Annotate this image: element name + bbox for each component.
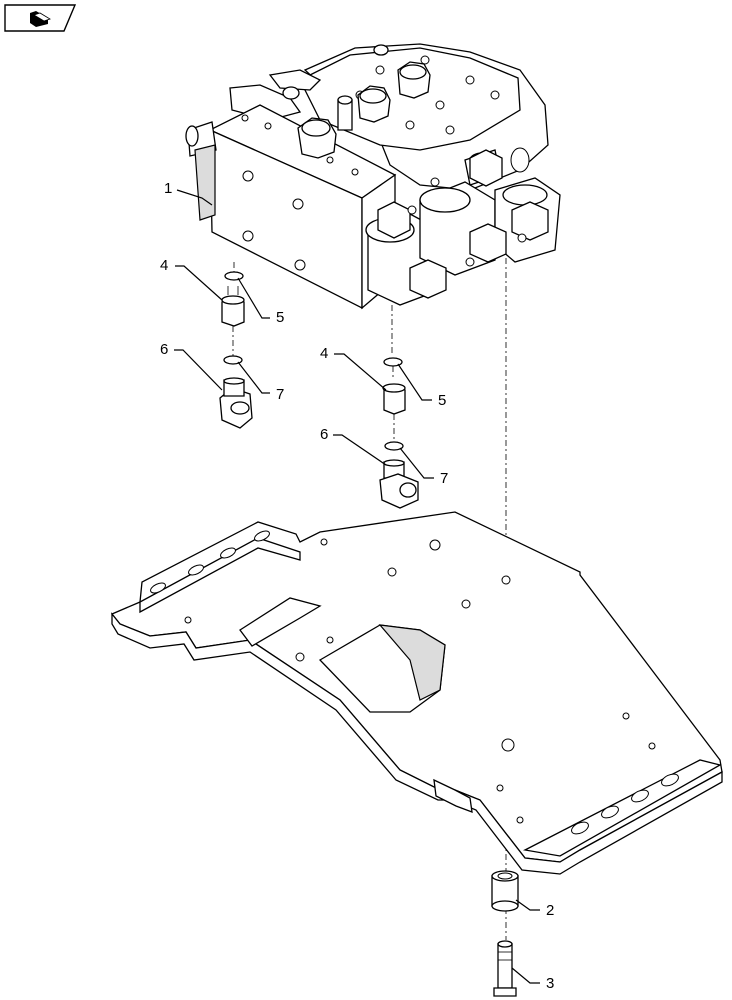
callout-6-left: 6	[160, 341, 168, 358]
callout-4-right: 4	[320, 345, 328, 362]
o-ring-left-upper	[224, 271, 244, 281]
mounting-plate	[110, 511, 723, 875]
callout-2: 2	[546, 902, 554, 919]
bolt-part-3	[493, 940, 517, 997]
callout-7-left: 7	[276, 386, 284, 403]
callout-7-right: 7	[440, 470, 448, 487]
callout-1: 1	[164, 180, 172, 197]
callout-5-left: 5	[276, 309, 284, 326]
callout-5-right: 5	[438, 392, 446, 409]
left-fitting-stack	[219, 271, 253, 429]
spacer-part-2	[491, 870, 519, 912]
callout-4-left: 4	[160, 257, 168, 274]
control-valve-assembly	[185, 43, 561, 310]
book-navigation-icon	[4, 4, 77, 32]
callout-6-right: 6	[320, 426, 328, 443]
right-fitting-stack	[379, 305, 419, 509]
callout-3: 3	[546, 975, 554, 992]
navigation-button[interactable]	[4, 4, 77, 32]
callout-leaders	[174, 189, 540, 984]
